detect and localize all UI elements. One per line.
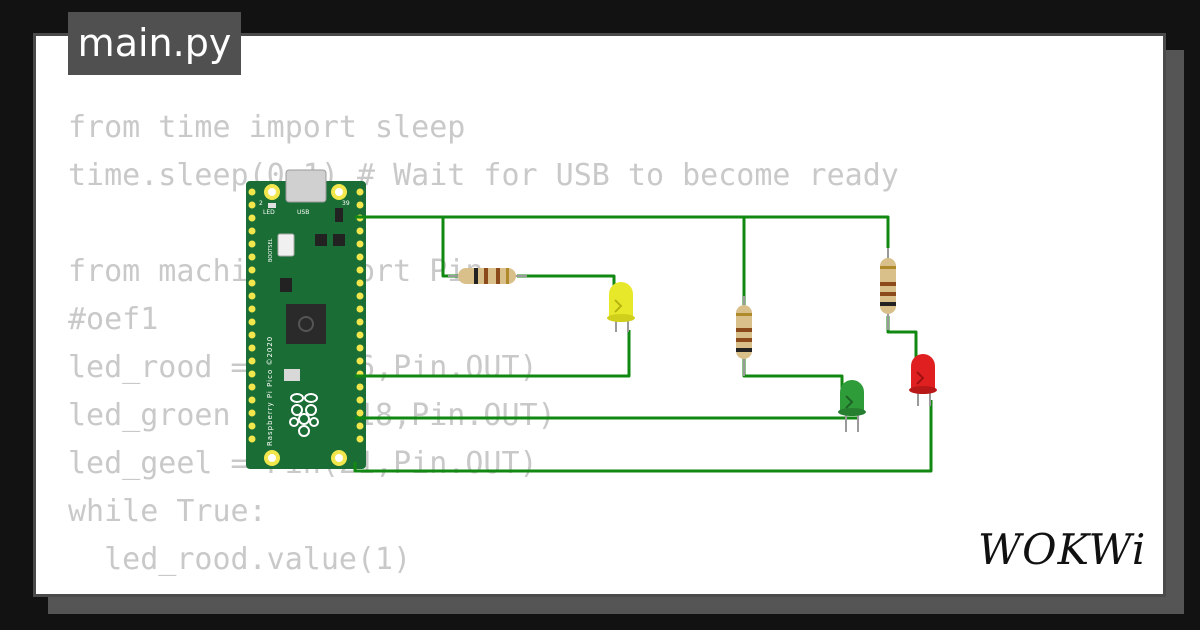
wokwi-logo: WOKWi: [978, 525, 1146, 574]
wires: [353, 215, 933, 473]
usb-label: USB: [297, 209, 309, 216]
wire-gnd-bus: [355, 215, 890, 248]
resistor-1[interactable]: [448, 268, 527, 284]
bootsel-button[interactable]: [277, 233, 295, 257]
rp2040-chip: [286, 304, 326, 344]
onboard-led: [268, 203, 276, 208]
wire-resistor-2-to-green: [742, 357, 844, 388]
pin-39-label: 39: [342, 200, 350, 207]
wire-resistor-1-to-yellow: [517, 274, 616, 294]
wire-resistor-3-to-red: [886, 316, 918, 360]
filename-tab[interactable]: main.py: [68, 12, 241, 75]
resistor-3[interactable]: [880, 248, 896, 330]
resistor-2[interactable]: [736, 296, 752, 376]
wire-to-resistor-1: [441, 217, 458, 278]
pin-1-label: 2: [259, 200, 263, 207]
board-vertical-text: Raspberry Pi Pico ©2020: [266, 336, 274, 446]
pin-header-right: [356, 188, 364, 443]
chip-small-4: [280, 278, 292, 292]
led-red[interactable]: [909, 354, 937, 406]
pico-board[interactable]: USB LED 2 39 BOOTSEL Raspberry Pi Pico ©…: [246, 169, 366, 469]
bootsel-label: BOOTSEL: [268, 238, 274, 262]
code-line-1: from time import sleep: [68, 110, 466, 145]
usb-connector: [285, 169, 327, 203]
led-yellow[interactable]: [607, 282, 635, 332]
chip-small-3: [335, 208, 343, 222]
code-line-9: while True:: [68, 494, 267, 529]
rp2040-logo: [298, 316, 314, 332]
code-line-5: #oef1: [68, 302, 159, 337]
wokwi-logo-text: WOKWi: [978, 525, 1146, 574]
chip-small-2: [333, 234, 345, 246]
wire-red-to-pin: [353, 400, 933, 473]
code-line-10: led_rood.value(1): [68, 542, 412, 577]
mounting-holes: [264, 184, 347, 466]
wire-yellow-to-pin: [355, 330, 631, 378]
pin-header-left: [248, 188, 256, 443]
raspberry-pi-logo: [289, 393, 319, 437]
chip-small-1: [315, 234, 327, 246]
test-pad: [284, 369, 300, 381]
code-line-11: led_groen.value(1): [68, 584, 899, 594]
led-label: LED: [263, 209, 275, 216]
led-green[interactable]: [838, 380, 866, 432]
